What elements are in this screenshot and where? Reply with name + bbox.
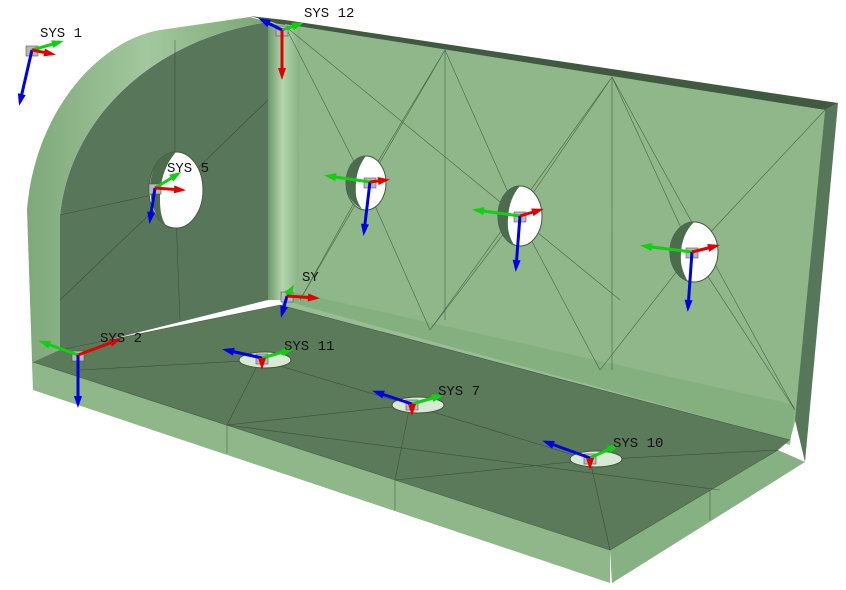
sys-label[interactable]: SY bbox=[302, 270, 319, 286]
coordinate-system-triad[interactable] bbox=[324, 173, 390, 236]
coordinate-system-triad[interactable] bbox=[472, 207, 544, 272]
corner-fillet bbox=[265, 22, 300, 300]
coordinate-system-triad[interactable] bbox=[372, 390, 444, 416]
z-arrowhead-icon bbox=[17, 93, 26, 106]
y-arrowhead-icon bbox=[431, 394, 444, 403]
z-arrowhead-icon bbox=[147, 211, 156, 224]
sys-label[interactable]: SYS 5 bbox=[167, 161, 209, 177]
coordinate-system-triad[interactable] bbox=[147, 171, 186, 224]
coordinate-system-triad[interactable] bbox=[640, 243, 720, 312]
x-arrowhead-icon bbox=[307, 293, 320, 302]
y-axis-arrow bbox=[643, 244, 693, 254]
z-arrowhead-icon bbox=[684, 299, 693, 312]
x-arrowhead-icon bbox=[377, 177, 390, 185]
y-arrowhead-icon bbox=[169, 171, 182, 182]
sys-label[interactable]: SYS 10 bbox=[613, 436, 663, 452]
z-arrowhead-icon bbox=[360, 223, 369, 236]
x-arrowhead-icon bbox=[586, 458, 594, 470]
coordinate-system-triad[interactable] bbox=[222, 347, 294, 370]
z-arrowhead-icon bbox=[372, 390, 385, 399]
x-arrowhead-icon bbox=[707, 244, 720, 252]
y-arrowhead-icon bbox=[472, 207, 485, 216]
coordinate-system-triad[interactable] bbox=[38, 338, 122, 408]
y-arrowhead-icon bbox=[607, 444, 620, 453]
back-wall-end-face bbox=[795, 103, 838, 462]
y-arrowhead-icon bbox=[640, 243, 653, 251]
z-axis-arrow bbox=[362, 181, 372, 233]
x-arrowhead-icon bbox=[408, 404, 416, 416]
sys-label[interactable]: SYS 12 bbox=[304, 6, 354, 22]
floor-top-face bbox=[33, 305, 790, 550]
bottom-fillet bbox=[280, 290, 795, 445]
back-wall-top-face bbox=[250, 16, 838, 110]
sys-label[interactable]: SYS 7 bbox=[438, 384, 480, 400]
z-arrowhead-icon bbox=[222, 347, 235, 356]
y-arrowhead-icon bbox=[281, 348, 294, 357]
coordinate-system-triad[interactable] bbox=[280, 284, 320, 318]
y-arrowhead-icon bbox=[324, 173, 337, 182]
sys-label[interactable]: SYS 1 bbox=[40, 26, 82, 42]
left-wall-side-face bbox=[27, 17, 268, 390]
z-arrowhead-icon bbox=[258, 18, 271, 28]
coordinate-system-triad[interactable] bbox=[258, 18, 304, 80]
x-arrowhead-icon bbox=[278, 68, 286, 80]
x-arrowhead-icon bbox=[109, 338, 122, 347]
z-arrowhead-icon bbox=[280, 305, 288, 318]
sys-label[interactable]: SYS 11 bbox=[284, 339, 334, 355]
y-arrowhead-icon bbox=[284, 284, 295, 297]
coordinate-system-triad[interactable] bbox=[542, 440, 620, 470]
floor-side-face bbox=[610, 450, 805, 583]
x-arrowhead-icon bbox=[258, 358, 266, 370]
z-axis-arrow bbox=[514, 215, 522, 269]
coordinate-system-triad[interactable] bbox=[17, 40, 64, 106]
z-arrowhead-icon bbox=[542, 440, 555, 449]
sys-label[interactable]: SYS 2 bbox=[100, 331, 142, 347]
z-axis-arrow bbox=[686, 251, 694, 309]
y-arrowhead-icon bbox=[51, 40, 64, 49]
x-arrowhead-icon bbox=[173, 185, 186, 194]
y-arrowhead-icon bbox=[291, 22, 304, 31]
z-arrowhead-icon bbox=[74, 396, 82, 408]
z-arrowhead-icon bbox=[512, 259, 521, 272]
y-arrowhead-icon bbox=[38, 340, 51, 349]
floor-front-face bbox=[33, 362, 610, 583]
x-arrowhead-icon bbox=[43, 48, 56, 57]
x-arrowhead-icon bbox=[531, 208, 544, 217]
z-axis-arrow bbox=[18, 49, 34, 103]
